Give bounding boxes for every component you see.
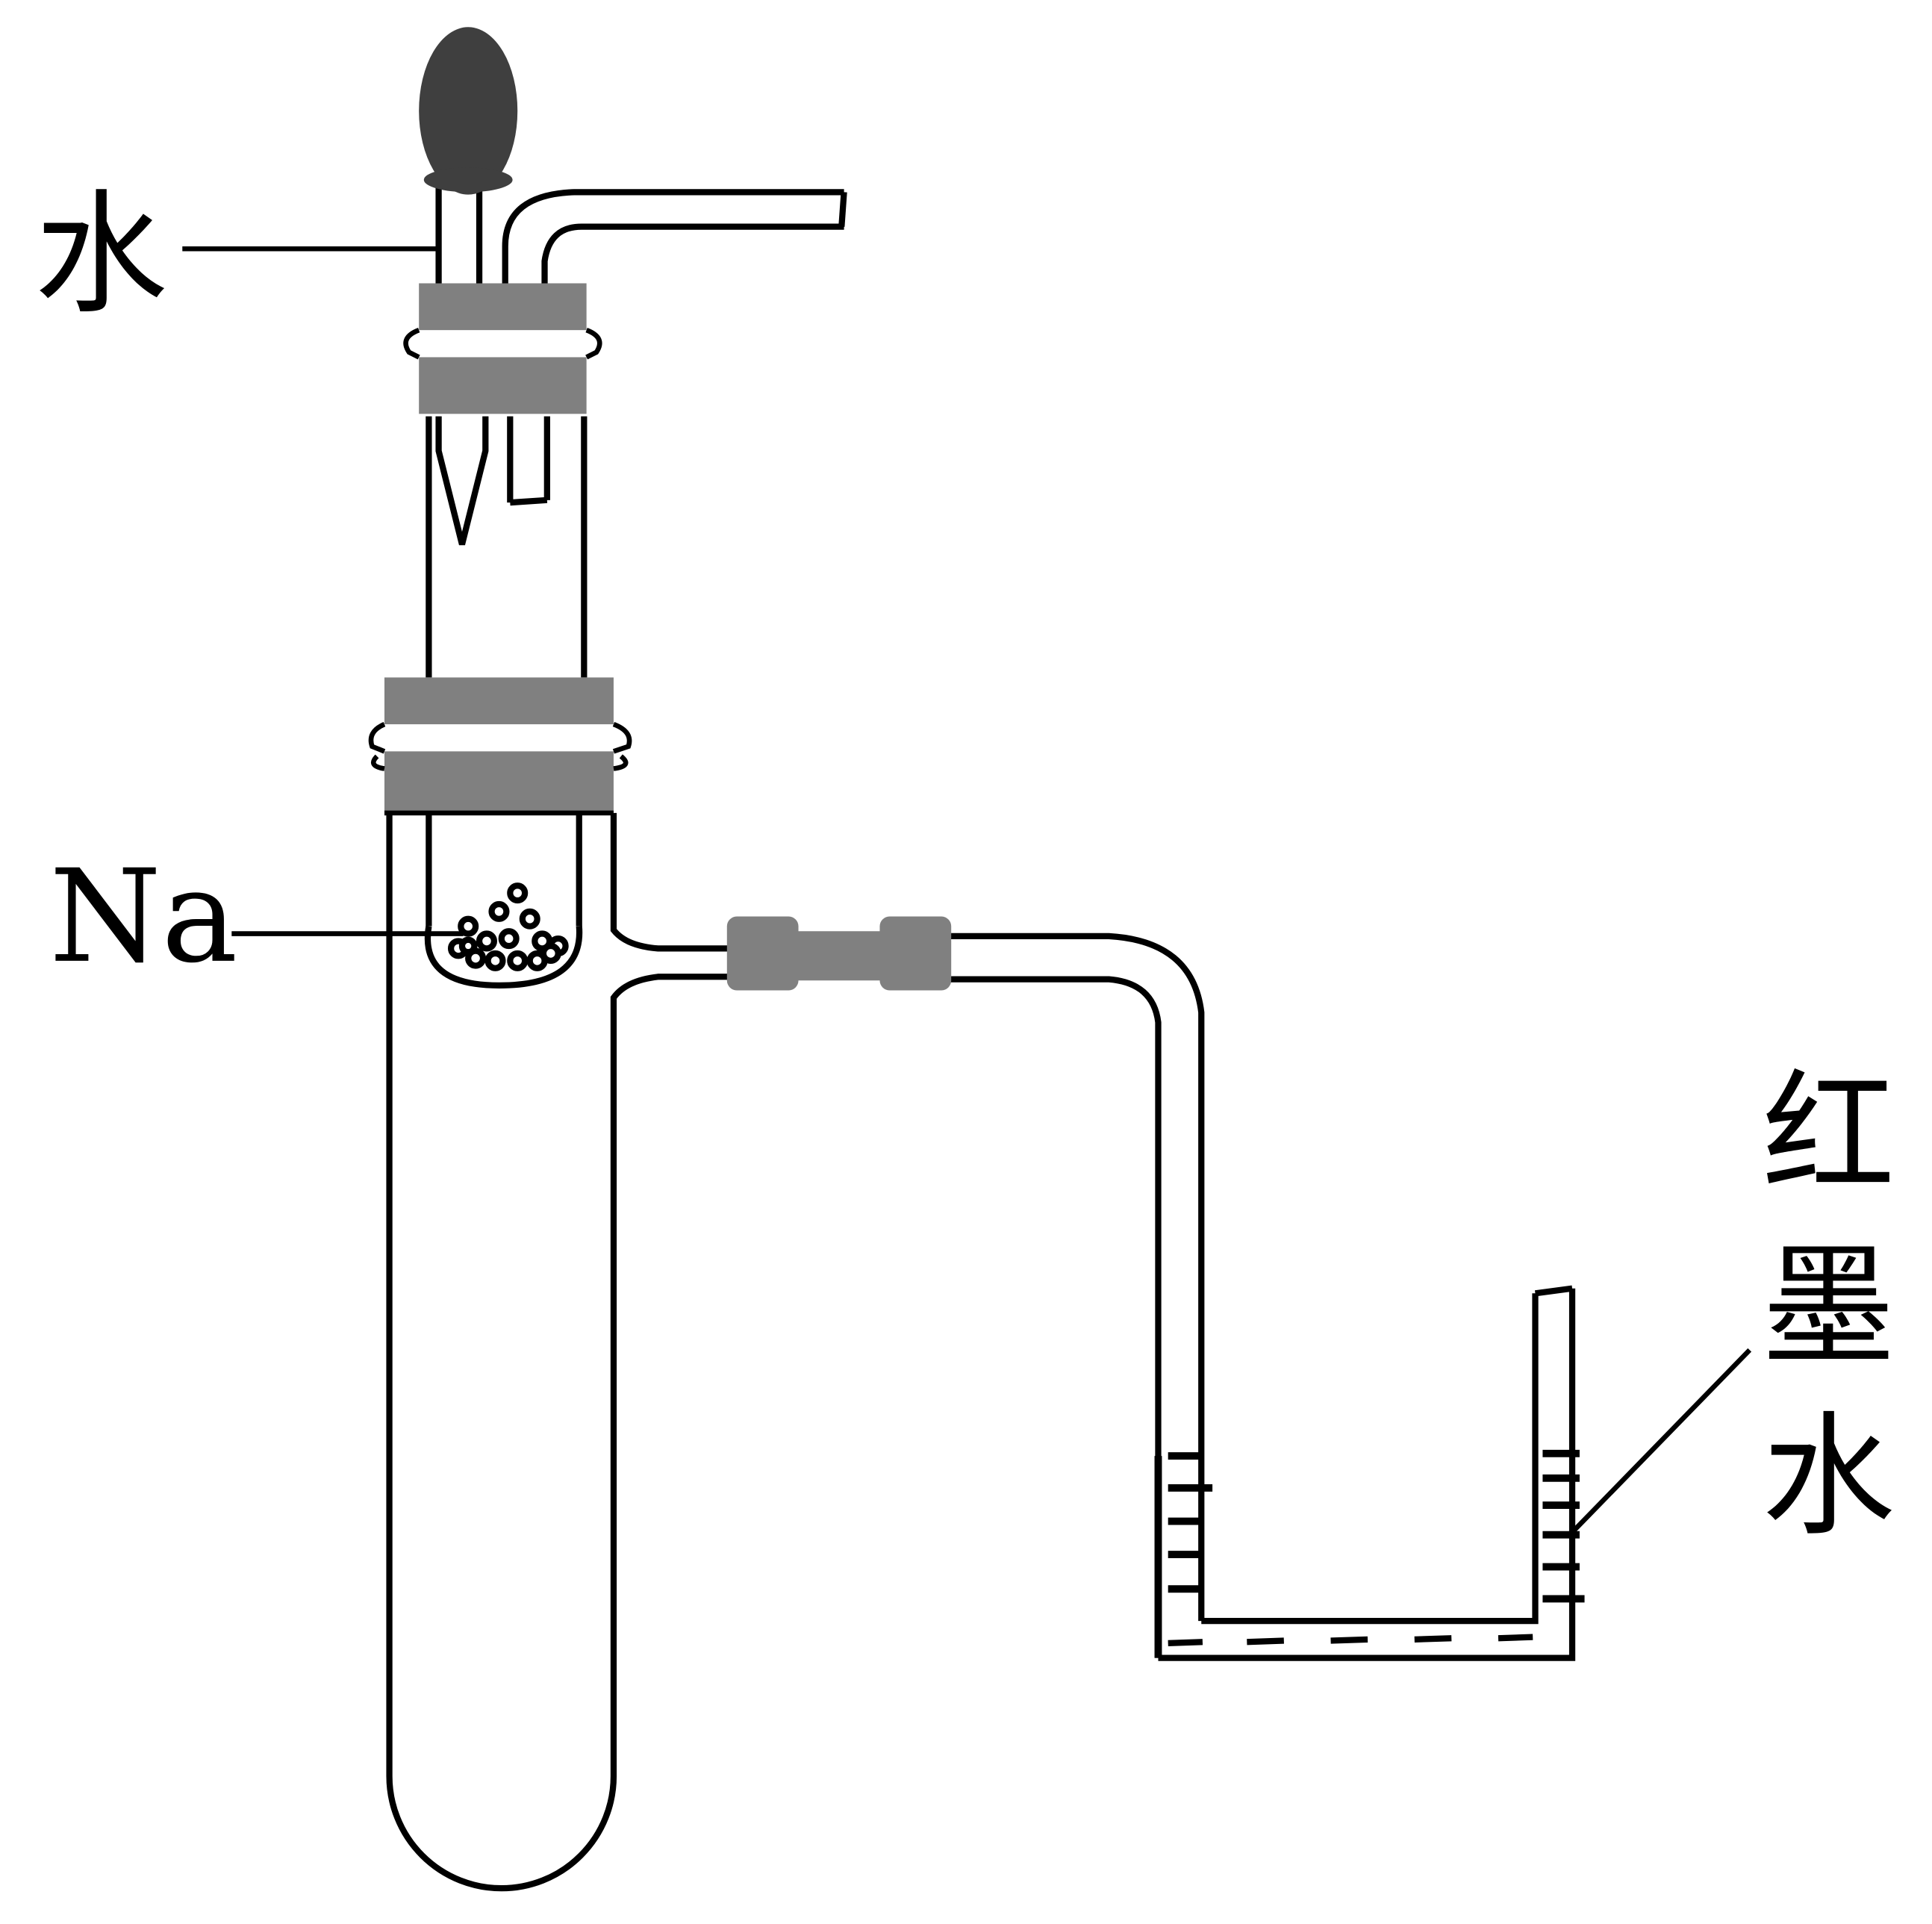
rubber-stopper-upper	[403, 283, 602, 414]
inner-tube	[424, 416, 588, 989]
label-water: 水	[34, 178, 167, 333]
label-red-ink-2: 墨	[1762, 1230, 1895, 1385]
test-tube	[386, 812, 729, 1892]
test-tube-wall	[386, 812, 729, 1892]
side-tube	[946, 933, 1205, 1658]
dropper-tip	[435, 416, 489, 546]
test-tube-right-wall-top	[610, 812, 729, 952]
label-sodium: Na	[49, 843, 238, 991]
ink-bottom-dashes	[1168, 1634, 1533, 1646]
sodium-pellets-icon	[447, 882, 569, 971]
rubber-stopper-lower	[368, 677, 632, 816]
dropper	[435, 184, 489, 546]
label-red-ink-1: 红	[1762, 1058, 1895, 1212]
ink-level-right	[1542, 1449, 1585, 1603]
label-red-ink-3: 水	[1762, 1400, 1895, 1554]
inner-tube-bottom	[424, 925, 583, 989]
u-tube-manometer-icon	[1158, 1285, 1576, 1661]
bent-outlet-tube	[502, 189, 847, 506]
leader-lines	[182, 246, 1752, 1534]
leader-red-ink	[1570, 1348, 1752, 1534]
rubber-tube-connector-icon	[726, 916, 952, 991]
rubber-bulb-dropper-icon	[419, 27, 518, 195]
ink-level-left	[1154, 1452, 1213, 1658]
u-tube-outer	[1158, 1288, 1576, 1661]
u-tube-inner	[1201, 1293, 1539, 1625]
